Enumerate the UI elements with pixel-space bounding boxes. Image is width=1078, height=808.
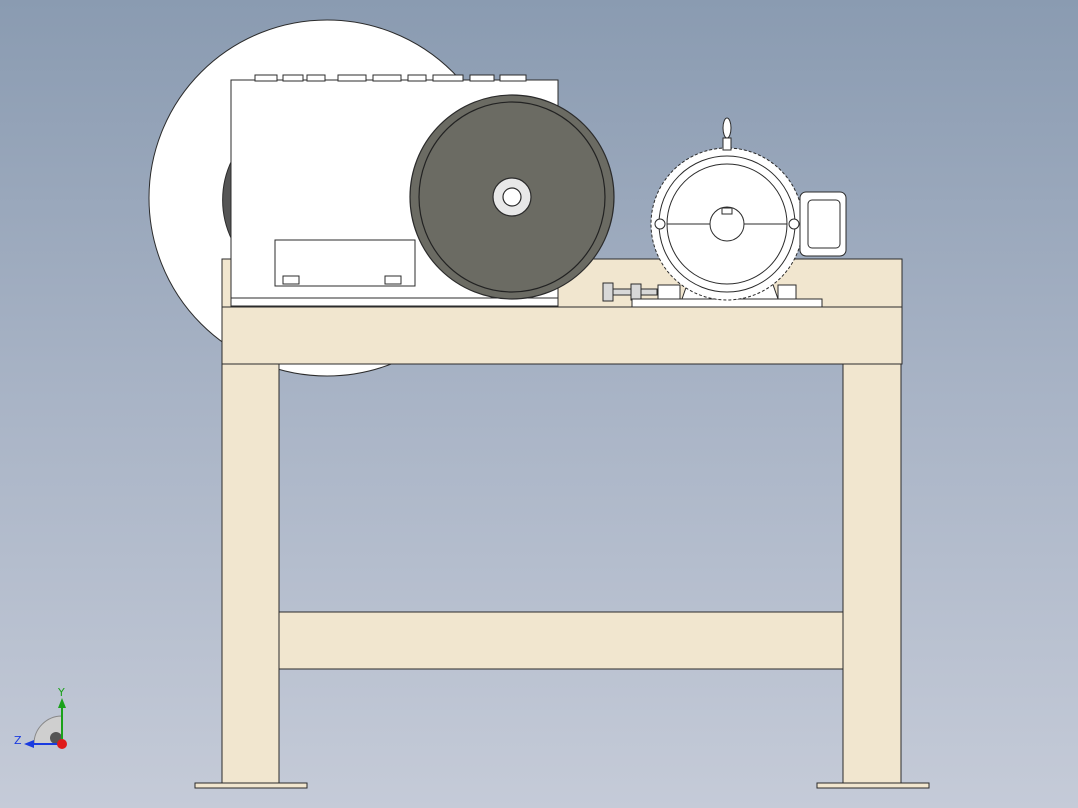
z-axis-label: Z [14, 734, 22, 747]
y-axis-arrow [58, 698, 66, 708]
pulley[interactable] [409, 94, 615, 300]
axis-triad: Y Z [14, 686, 67, 749]
table-leg-right [842, 363, 902, 785]
table-foot-right [816, 782, 930, 789]
table-cross-brace [278, 611, 844, 670]
electric-motor[interactable] [650, 117, 804, 301]
table-top-beam [221, 306, 903, 365]
table-foot-left [194, 782, 308, 789]
origin-point [57, 739, 67, 749]
y-axis-label: Y [57, 686, 65, 699]
tensioner-bolt[interactable] [602, 282, 658, 302]
terminal-box[interactable] [799, 191, 847, 257]
table-frame[interactable] [194, 258, 930, 789]
z-axis-arrow [24, 740, 34, 748]
table-leg-left [221, 363, 280, 785]
